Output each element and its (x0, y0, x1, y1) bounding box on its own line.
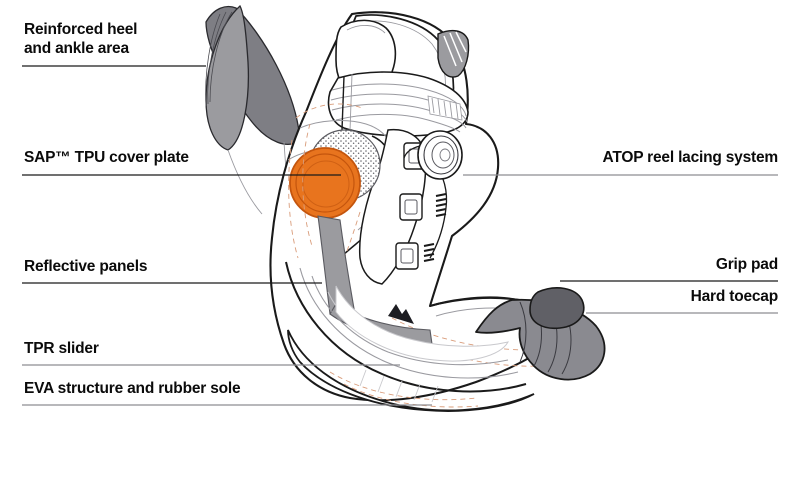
grip-pad-art (529, 287, 585, 330)
hard-toecap-art (475, 287, 606, 381)
callout-grip-pad[interactable]: Grip pad (716, 255, 778, 274)
callout-sap-tpu-cover-plate-label: SAP™ TPU cover plate (24, 149, 189, 166)
leader-lines (22, 65, 778, 406)
callout-hard-toecap[interactable]: Hard toecap (690, 287, 779, 306)
callout-tpr-slider[interactable]: TPR slider (24, 339, 99, 358)
eva-rubber-sole (287, 329, 535, 412)
callout-reinforced-heel-line2: and ankle area (24, 40, 129, 57)
atop-reel-dial (403, 130, 463, 180)
callout-reinforced-heel[interactable]: Reinforced heel and ankle area (24, 20, 137, 58)
callout-sap-tpu-cover-plate[interactable]: SAP™ TPU cover plate (24, 148, 189, 167)
callout-atop-reel-lacing-system[interactable]: ATOP reel lacing system (602, 148, 779, 167)
callout-tpr-slider-label: TPR slider (24, 340, 99, 357)
heel-hatch-pad (427, 95, 463, 121)
sap-tpu-cover-plate-art (289, 147, 361, 219)
lace-cable-ribs (423, 192, 447, 263)
callout-atop-reel-lacing-system-label: ATOP reel lacing system (602, 149, 779, 166)
callout-eva-structure-rubber-sole-label: EVA structure and rubber sole (24, 380, 241, 397)
callout-grip-pad-label: Grip pad (715, 256, 778, 273)
callout-reinforced-heel-line1: Reinforced heel (24, 21, 138, 38)
reinforced-heel-panels (205, 4, 301, 215)
gaiter-cuff (327, 71, 469, 137)
callout-reflective-panels-label: Reflective panels (24, 258, 148, 275)
callout-reflective-panels[interactable]: Reflective panels (24, 257, 147, 276)
callout-eva-structure-rubber-sole[interactable]: EVA structure and rubber sole (24, 379, 241, 398)
brand-mark (388, 304, 414, 324)
callout-hard-toecap-label: Hard toecap (690, 288, 779, 305)
